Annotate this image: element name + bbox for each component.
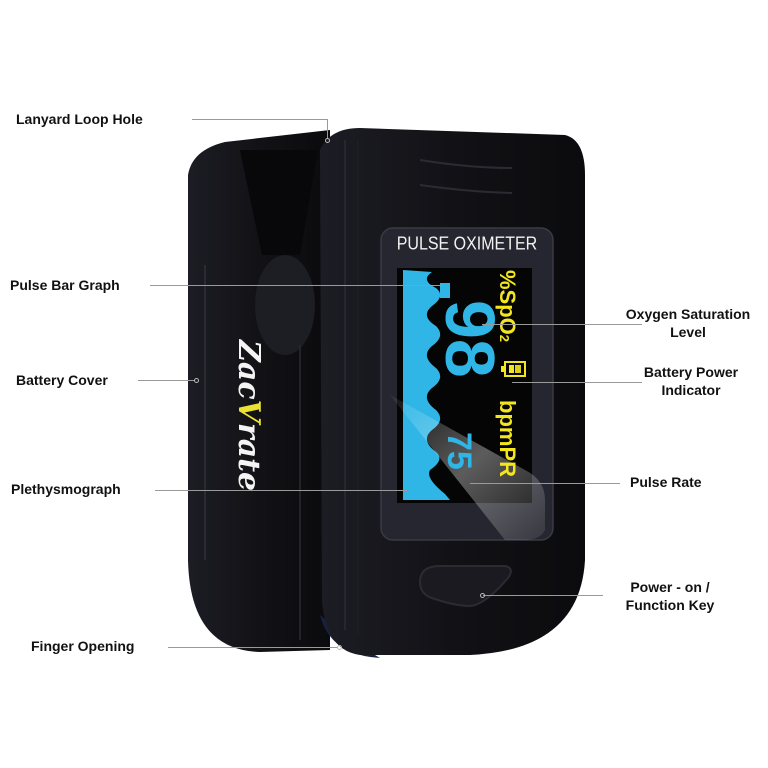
callout-oxygen-saturation: Oxygen Saturation Level [604,305,768,341]
leader-line-battery-power [512,382,642,383]
callout-oxygen-saturation-line2: Level [670,324,706,340]
callout-oxygen-saturation-line1: Oxygen Saturation [625,306,751,322]
spo2-reading: 98 [431,300,509,378]
pulse-rate-unit-label: bpmPR [495,400,520,477]
pulse-rate-unit: bpmPR [494,400,520,477]
callout-power-key-line2: Function Key [625,597,715,613]
pulse-rate-value: 75 [440,432,478,470]
brand-accent: V [231,399,266,423]
leader-line-plethysmograph [155,490,407,491]
callout-plethysmograph: Plethysmograph [11,481,121,497]
brand-prefix: Zac [231,340,266,400]
brand-logo: ZacVrate [231,340,266,491]
leader-line-lanyard [192,119,327,120]
callout-battery-power-line2: Indicator [661,382,721,398]
callout-pulse-bar-graph: Pulse Bar Graph [10,277,120,293]
anchor-dot-battery-cover [194,378,199,383]
anchor-dot-lanyard [325,138,330,143]
callout-battery-cover: Battery Cover [16,372,108,388]
anchor-dot-finger-opening [337,645,342,650]
callout-finger-opening: Finger Opening [31,638,135,654]
leader-line-finger-opening [168,647,338,648]
brand-suffix: rate [231,422,266,492]
pulse-rate-reading: 75 [439,432,478,470]
callout-battery-power-line1: Battery Power [643,364,739,380]
callout-battery-power: Battery Power Indicator [626,363,756,399]
screen-title: PULSE OXIMETER [396,234,538,255]
leader-line-power-key [483,595,603,596]
leader-line-lanyard-vertical [327,119,328,139]
callout-power-key: Power - on / Function Key [608,578,732,614]
anchor-dot-power-key [480,593,485,598]
leader-line-battery-cover [138,380,194,381]
callout-lanyard-loop-hole: Lanyard Loop Hole [16,111,143,127]
leader-line-pulse-bar [150,285,442,286]
spo2-value: 98 [431,300,509,378]
leader-line-pulse-rate [470,483,620,484]
leader-line-oxygen-saturation [482,324,642,325]
callout-power-key-line1: Power - on / [630,579,710,595]
callout-pulse-rate: Pulse Rate [630,474,702,490]
